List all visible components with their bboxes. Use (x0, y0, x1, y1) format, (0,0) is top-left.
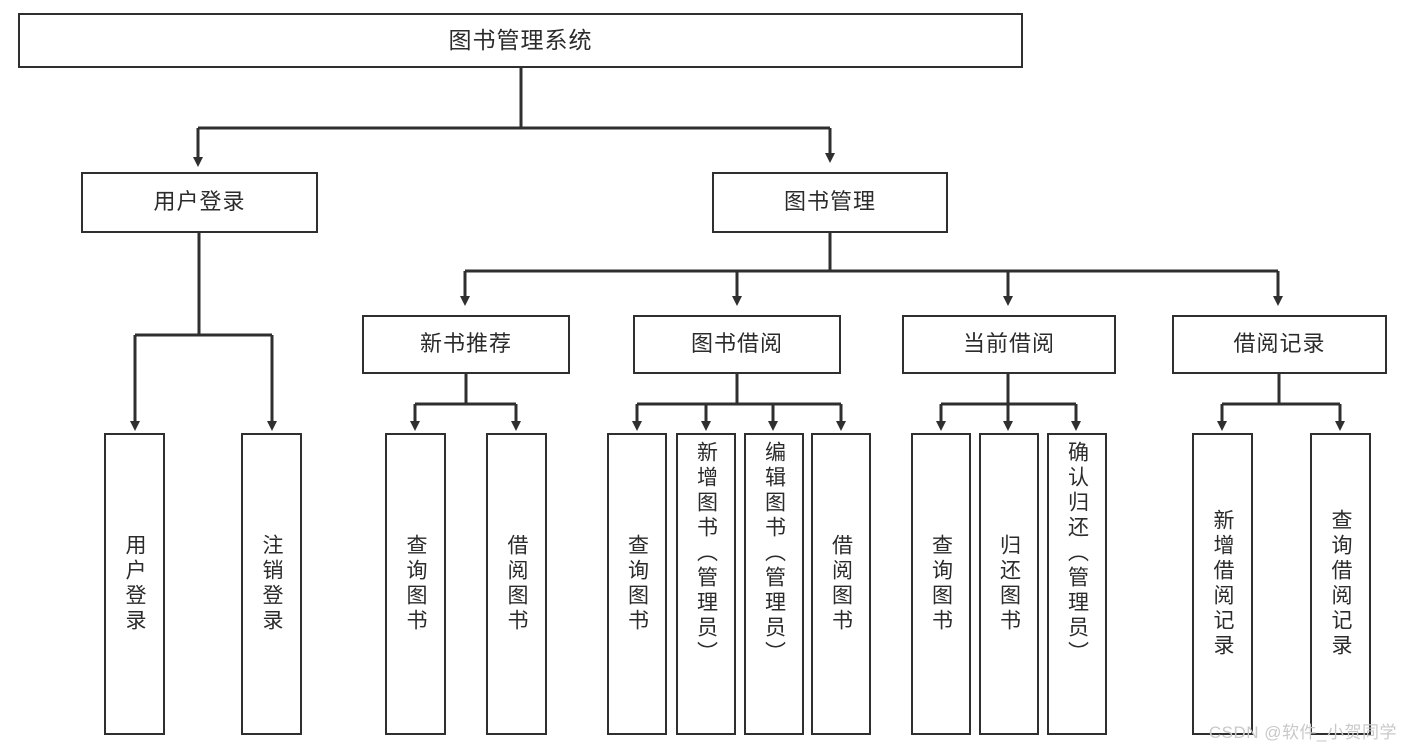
node-book-borrow[interactable]: 图书借阅 (633, 315, 841, 374)
node-leaf-return-book[interactable]: 归还图书 (979, 433, 1039, 735)
node-leaf-add-borrow-record[interactable]: 新增借阅记录 (1192, 433, 1253, 735)
node-leaf-borrow-book[interactable]: 借阅图书 (811, 433, 871, 735)
node-label: 查询图书 (404, 534, 427, 634)
node-leaf-query-borrow-record[interactable]: 查询借阅记录 (1310, 433, 1371, 735)
node-user-login[interactable]: 用户登录 (81, 172, 318, 233)
node-borrow-record[interactable]: 借阅记录 (1172, 315, 1387, 374)
node-label: 查询图书 (625, 534, 649, 634)
node-label: 图书管理 (783, 189, 876, 215)
node-current-borrow[interactable]: 当前借阅 (902, 315, 1116, 374)
node-label: 新书推荐 (419, 331, 512, 357)
node-label: 查询借阅记录 (1329, 509, 1352, 659)
node-label: 借阅记录 (1233, 331, 1326, 357)
node-leaf-user-login[interactable]: 用户登录 (104, 433, 165, 735)
node-label: 图书借阅 (690, 331, 783, 357)
node-leaf-logout[interactable]: 注销登录 (241, 433, 302, 735)
node-label: 确认归还（管理员） (1065, 441, 1089, 666)
node-label: 当前借阅 (962, 331, 1055, 357)
node-label: 用户登录 (153, 189, 246, 215)
node-leaf-query-book-current[interactable]: 查询图书 (911, 433, 971, 735)
node-label: 编辑图书（管理员） (762, 441, 786, 666)
node-label: 用户登录 (123, 534, 146, 634)
node-leaf-confirm-return-admin[interactable]: 确认归还（管理员） (1047, 433, 1107, 735)
node-leaf-edit-book-admin[interactable]: 编辑图书（管理员） (744, 433, 804, 735)
node-leaf-borrow-book-recommend[interactable]: 借阅图书 (486, 433, 547, 735)
node-label: 归还图书 (997, 534, 1021, 634)
node-label: 注销登录 (260, 534, 283, 634)
node-label: 查询图书 (929, 534, 953, 634)
csdn-watermark: CSDN @软件_小贺同学 (1208, 723, 1397, 742)
node-label: 借阅图书 (829, 534, 853, 634)
node-leaf-query-book-recommend[interactable]: 查询图书 (385, 433, 446, 735)
node-label: 新增图书（管理员） (694, 441, 718, 666)
node-label: 新增借阅记录 (1211, 509, 1234, 659)
node-root-system[interactable]: 图书管理系统 (18, 13, 1023, 68)
node-book-management[interactable]: 图书管理 (712, 172, 948, 233)
node-label: 图书管理系统 (448, 26, 593, 53)
node-leaf-query-book-borrow[interactable]: 查询图书 (607, 433, 667, 735)
node-new-book-recommend[interactable]: 新书推荐 (362, 315, 570, 374)
node-label: 借阅图书 (505, 534, 528, 634)
node-leaf-add-book-admin[interactable]: 新增图书（管理员） (676, 433, 736, 735)
